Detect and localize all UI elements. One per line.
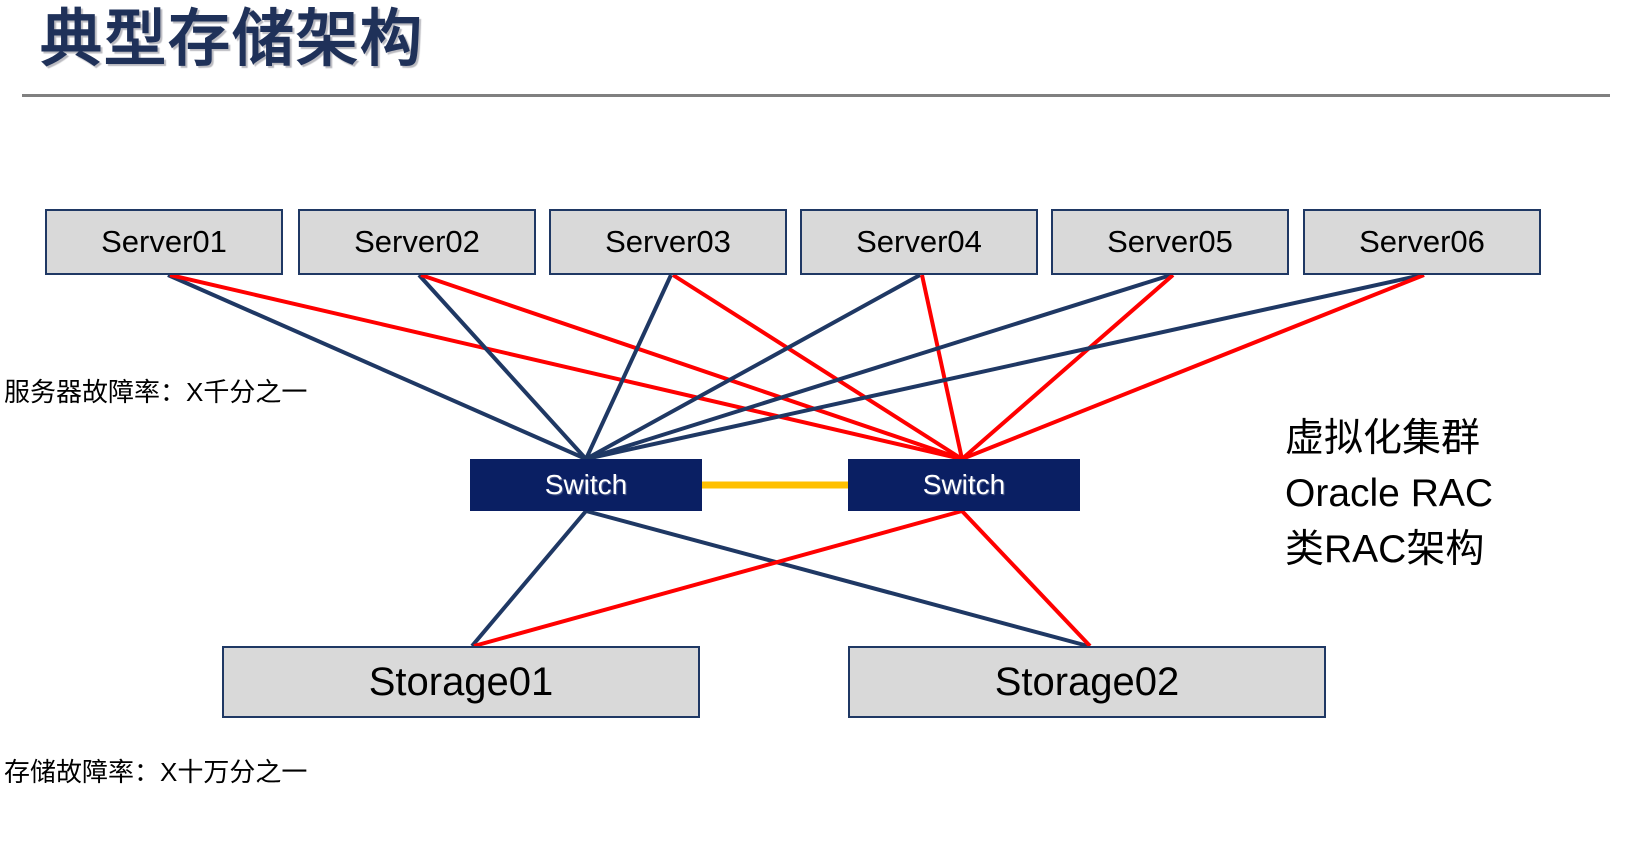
link-server03-to-switch1	[584, 274, 673, 460]
server-failure-rate-note: 服务器故障率：X千分之一	[4, 377, 308, 407]
node-server05-label: Server05	[1107, 224, 1233, 259]
node-storage02-label: Storage02	[994, 659, 1180, 704]
link-switch2-to-storage02	[960, 509, 1092, 648]
node-server02-label: Server02	[354, 224, 480, 259]
link-server02-to-switch1	[417, 273, 588, 461]
node-server06[interactable]: Server06	[1303, 209, 1541, 275]
cluster-note-line-3: 类RAC架构	[1285, 527, 1485, 571]
link-switch1-to-storage02	[585, 509, 1089, 648]
link-server04-to-switch2	[920, 274, 964, 460]
storage-failure-rate-note: 存储故障率：X十万分之一	[4, 757, 308, 787]
node-server03[interactable]: Server03	[549, 209, 787, 275]
node-server01-label: Server01	[101, 224, 227, 259]
cluster-note-line-2: Oracle RAC	[1285, 472, 1494, 516]
link-server03-to-switch2	[671, 273, 964, 461]
node-server04-label: Server04	[856, 224, 982, 259]
node-storage02[interactable]: Storage02	[848, 646, 1326, 718]
node-server03-label: Server03	[605, 224, 731, 259]
page-title: 典型存储架构	[40, 5, 425, 74]
node-server04[interactable]: Server04	[800, 209, 1038, 275]
title-divider	[22, 94, 1610, 97]
node-switch-1-label: Switch	[544, 469, 628, 500]
node-storage01[interactable]: Storage01	[222, 646, 700, 718]
cluster-technology-note: 虚拟化集群 Oracle RAC 类RAC架构	[1285, 411, 1493, 577]
node-storage01-label: Storage01	[368, 659, 554, 704]
cluster-note-line-1: 虚拟化集群	[1285, 417, 1481, 460]
node-server06-label: Server06	[1359, 224, 1485, 259]
node-switch-2[interactable]: Switch	[848, 459, 1080, 511]
link-server04-to-switch1	[585, 273, 921, 461]
link-switch2-to-storage01	[473, 509, 963, 648]
node-switch-1[interactable]: Switch	[470, 459, 702, 511]
link-server01-to-switch1	[167, 273, 587, 461]
node-switch-2-label: Switch	[922, 469, 1006, 500]
link-server05-to-switch1	[585, 273, 1172, 461]
node-server05[interactable]: Server05	[1051, 209, 1289, 275]
link-server05-to-switch2	[960, 273, 1175, 461]
link-server02-to-switch2	[420, 273, 963, 461]
link-server01-to-switch2	[169, 273, 963, 461]
node-server02[interactable]: Server02	[298, 209, 536, 275]
link-switch1-to-storage01	[470, 509, 588, 648]
node-server01[interactable]: Server01	[45, 209, 283, 275]
